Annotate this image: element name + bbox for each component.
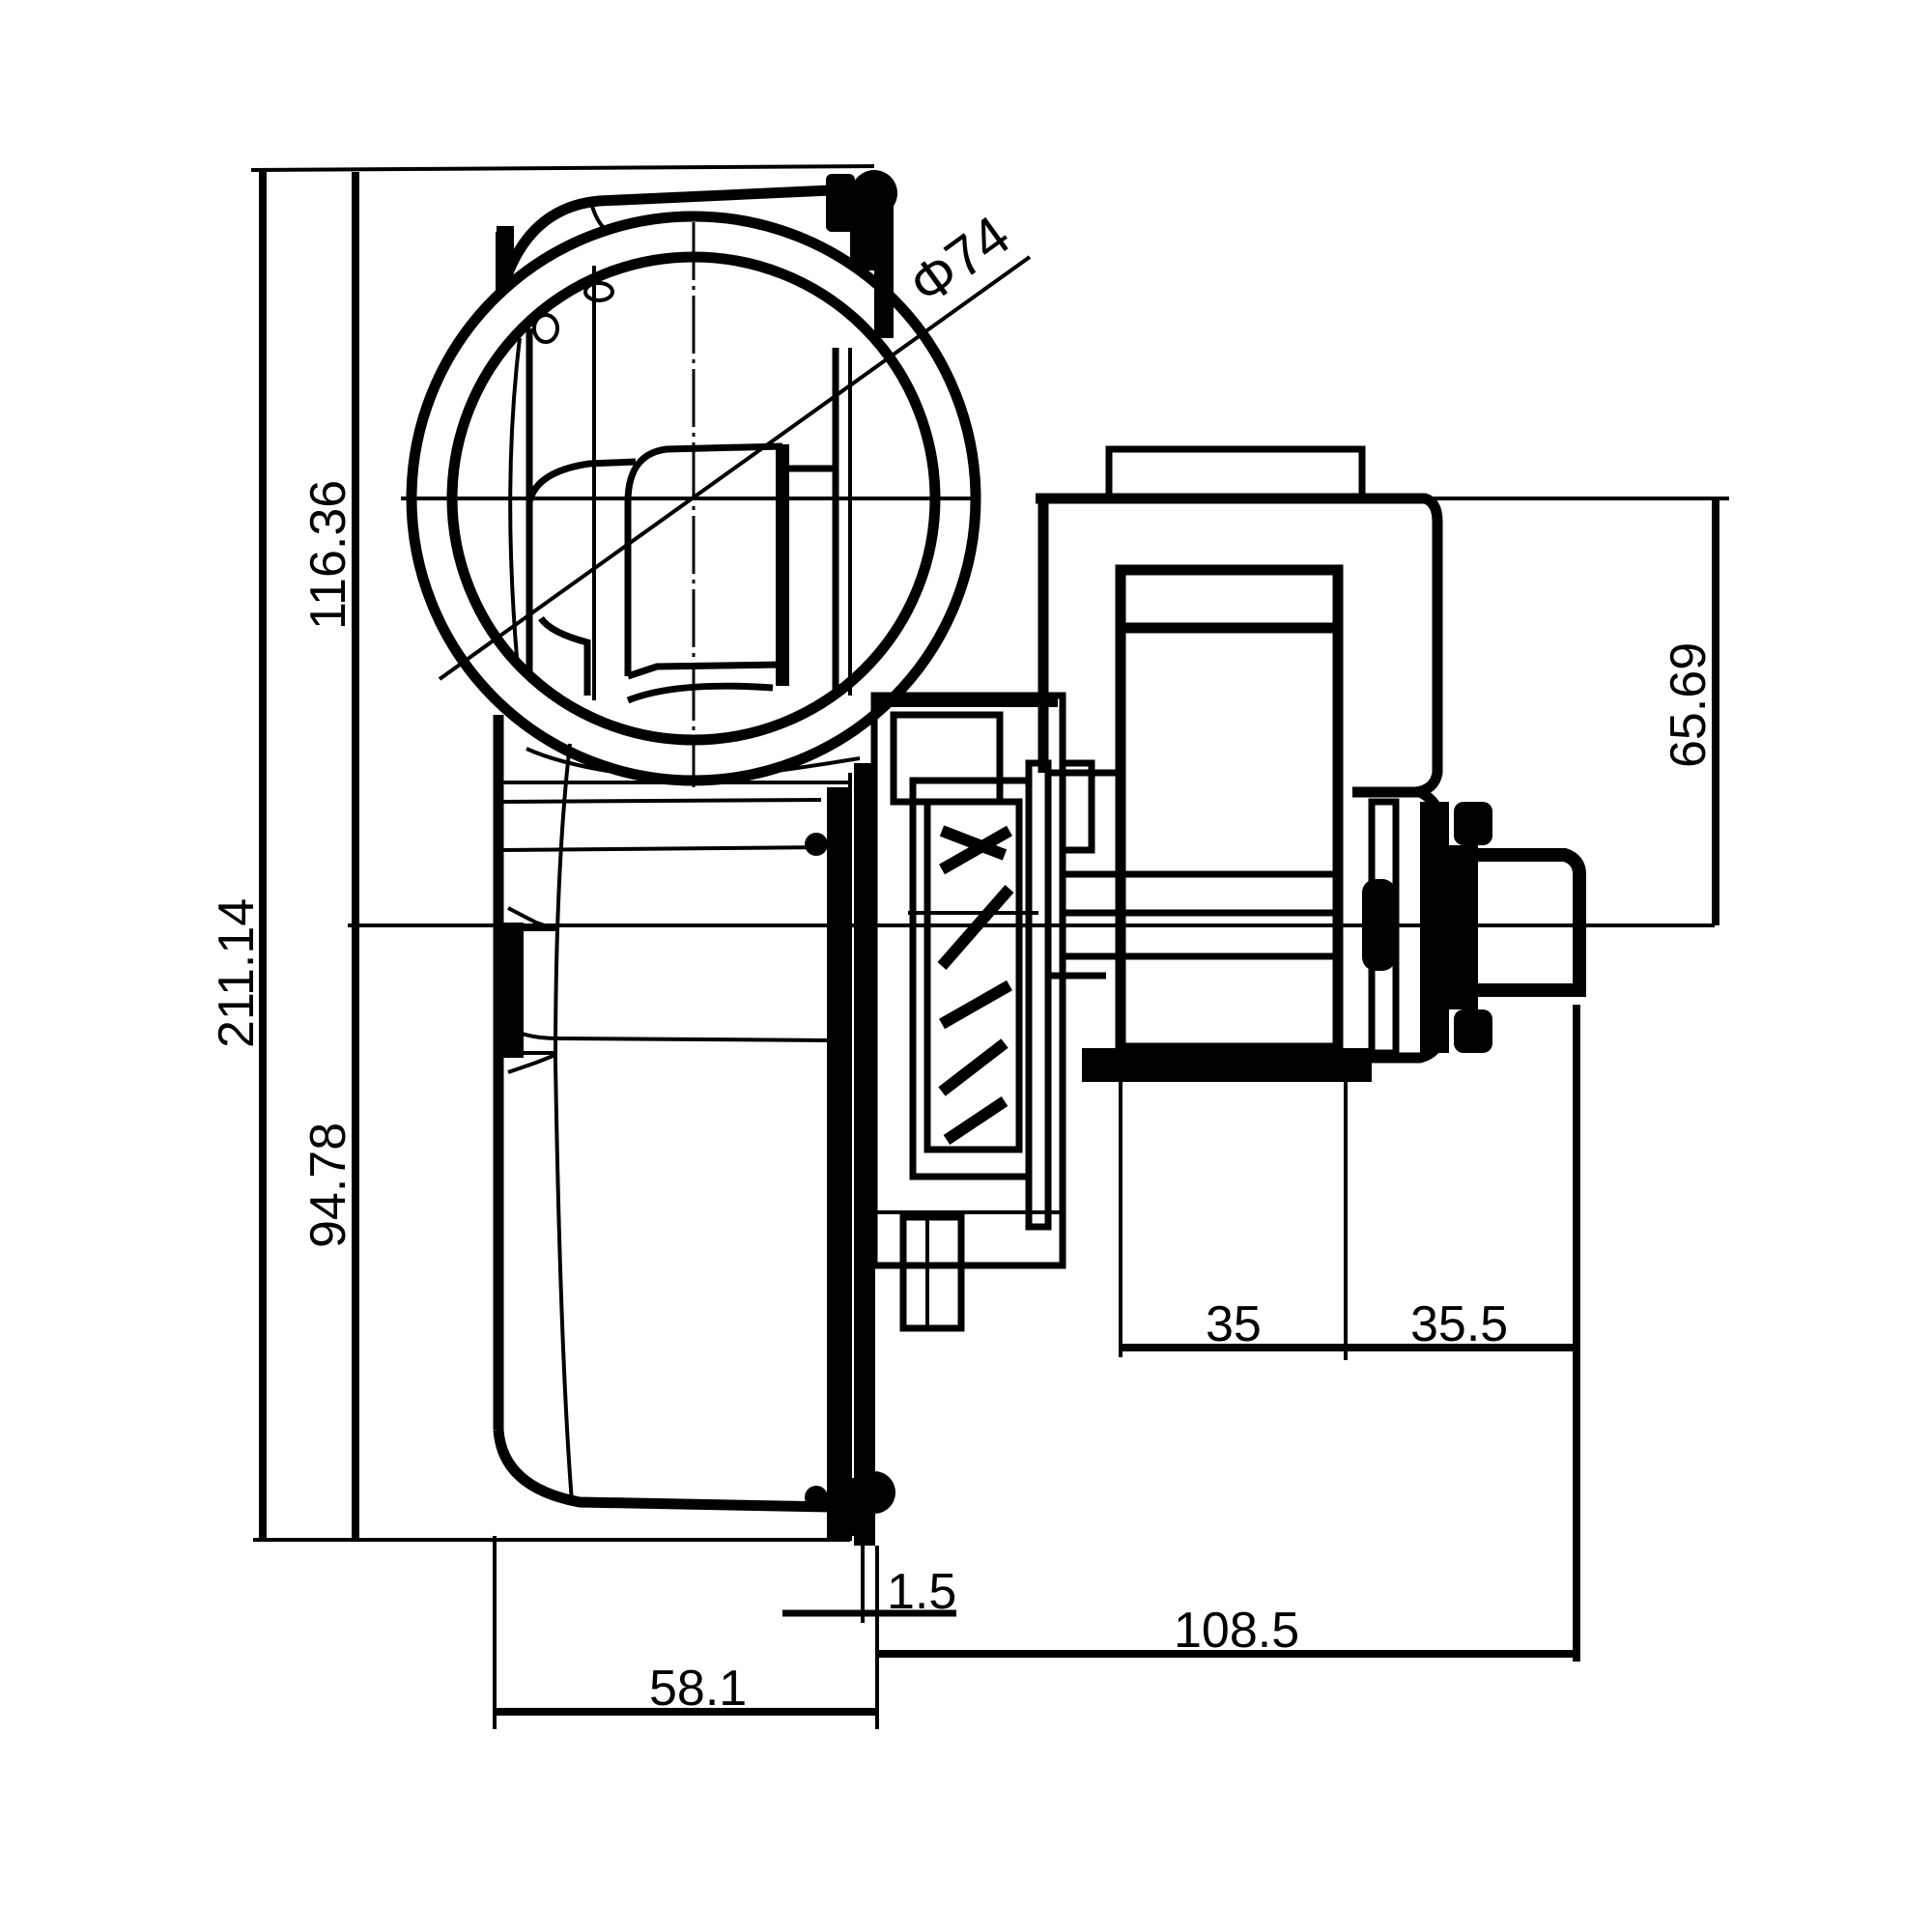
dim-overall-height: 211.14 (209, 898, 265, 1048)
dim-outlet-diameter: Φ74 (897, 204, 1021, 318)
dim-motor-core-width: 35 (1206, 1296, 1262, 1352)
dim-motor-top-to-shaft: 65.69 (1661, 642, 1717, 768)
motor (1036, 445, 1586, 1082)
dim-shaft-center-to-bottom: 94.78 (300, 1122, 356, 1248)
dim-flange-to-motor-end: 108.5 (1174, 1603, 1299, 1659)
dim-motor-to-end: 35.5 (1410, 1296, 1508, 1352)
outlet-flange (406, 185, 981, 786)
center-lines (401, 222, 976, 787)
impeller-hub (870, 692, 1106, 1332)
dim-flange-thickness: 1.5 (887, 1564, 956, 1620)
top-bolt (826, 170, 897, 338)
dim-outlet-center-to-top: 116.36 (300, 480, 356, 630)
fan-housing (493, 715, 895, 1546)
dim-housing-depth: 58.1 (649, 1661, 747, 1717)
